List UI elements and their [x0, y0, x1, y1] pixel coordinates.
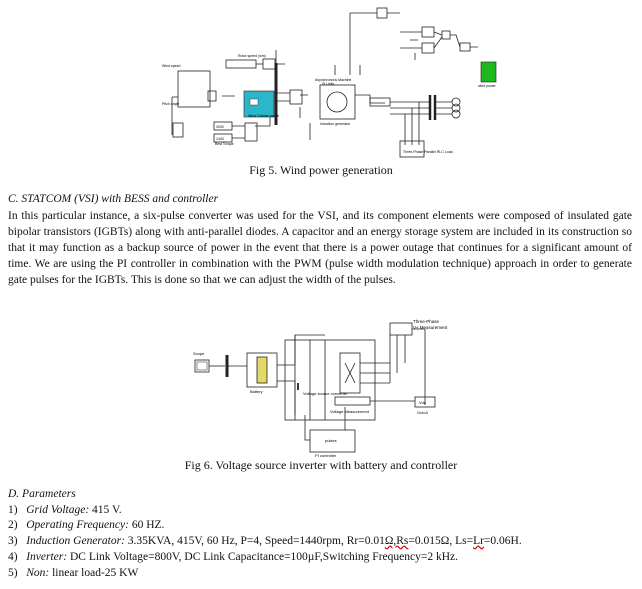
wind-speed-label: Wind speed	[162, 64, 181, 68]
best-torque-label: Best Torque	[215, 142, 234, 146]
section-c-heading: C. STATCOM (VSI) with BESS and controlle…	[8, 193, 219, 205]
goto3-label: Goto3	[417, 410, 429, 415]
three-phase-label: Three-Phase	[413, 319, 440, 324]
vi-measurement-label: V-I Measurement	[413, 325, 448, 330]
param-3: 3) Induction Generator: 3.35KVA, 415V, 6…	[8, 535, 522, 547]
battery-label: Battery	[250, 389, 263, 394]
pi-controller-label: PI controller	[315, 453, 337, 458]
induction-generator-label: Induction generator	[320, 122, 351, 126]
section-d-heading: D. Parameters	[8, 488, 76, 500]
param-5: 5) Non: linear load-25 KW	[8, 567, 139, 579]
section-c-paragraph: In this particular instance, a six-pulse…	[8, 210, 632, 286]
voltage-measurement-label: Voltage Measurement	[330, 409, 370, 414]
pulses-label: pulses	[325, 438, 337, 443]
param-2: 2) Operating Frequency: 60 HZ.	[8, 519, 165, 531]
rotor-speed-label: Rotor speed (wm)	[238, 54, 266, 58]
figure-6-vsi-diagram: Scope Battery Voltage source converter V…	[193, 319, 448, 458]
fig6-caption: Fig 6. Voltage source inverter with batt…	[184, 458, 458, 472]
param-1: 1) Grid Voltage: 415 V.	[8, 504, 122, 516]
wind-turbine-label: Wind Turbine model	[248, 114, 279, 118]
fig5-caption: Fig 5. Wind power generation	[249, 163, 393, 177]
value-3000: 3000	[216, 125, 224, 129]
scope-label: Scope	[193, 351, 205, 356]
si-units-label: SI Units	[322, 82, 335, 86]
pitch-angle-label: Pitch angle	[162, 102, 179, 106]
async-machine-label: Asynchronous Machine	[315, 78, 351, 82]
wind-power-label: wind power	[478, 84, 497, 88]
figure-5-wind-power-diagram: Rotor speed (wm) Wind Turbine model Asyn…	[162, 7, 497, 158]
value-1440: 1440	[216, 137, 224, 141]
vsc-label: Voltage source converter	[303, 391, 348, 396]
param-4: 4) Inverter: DC Link Voltage=800V, DC Li…	[8, 551, 458, 563]
vdc-label: Vdc	[419, 400, 426, 405]
rlc-load-label: Three-Phase Parallel RLC Load	[403, 150, 453, 154]
